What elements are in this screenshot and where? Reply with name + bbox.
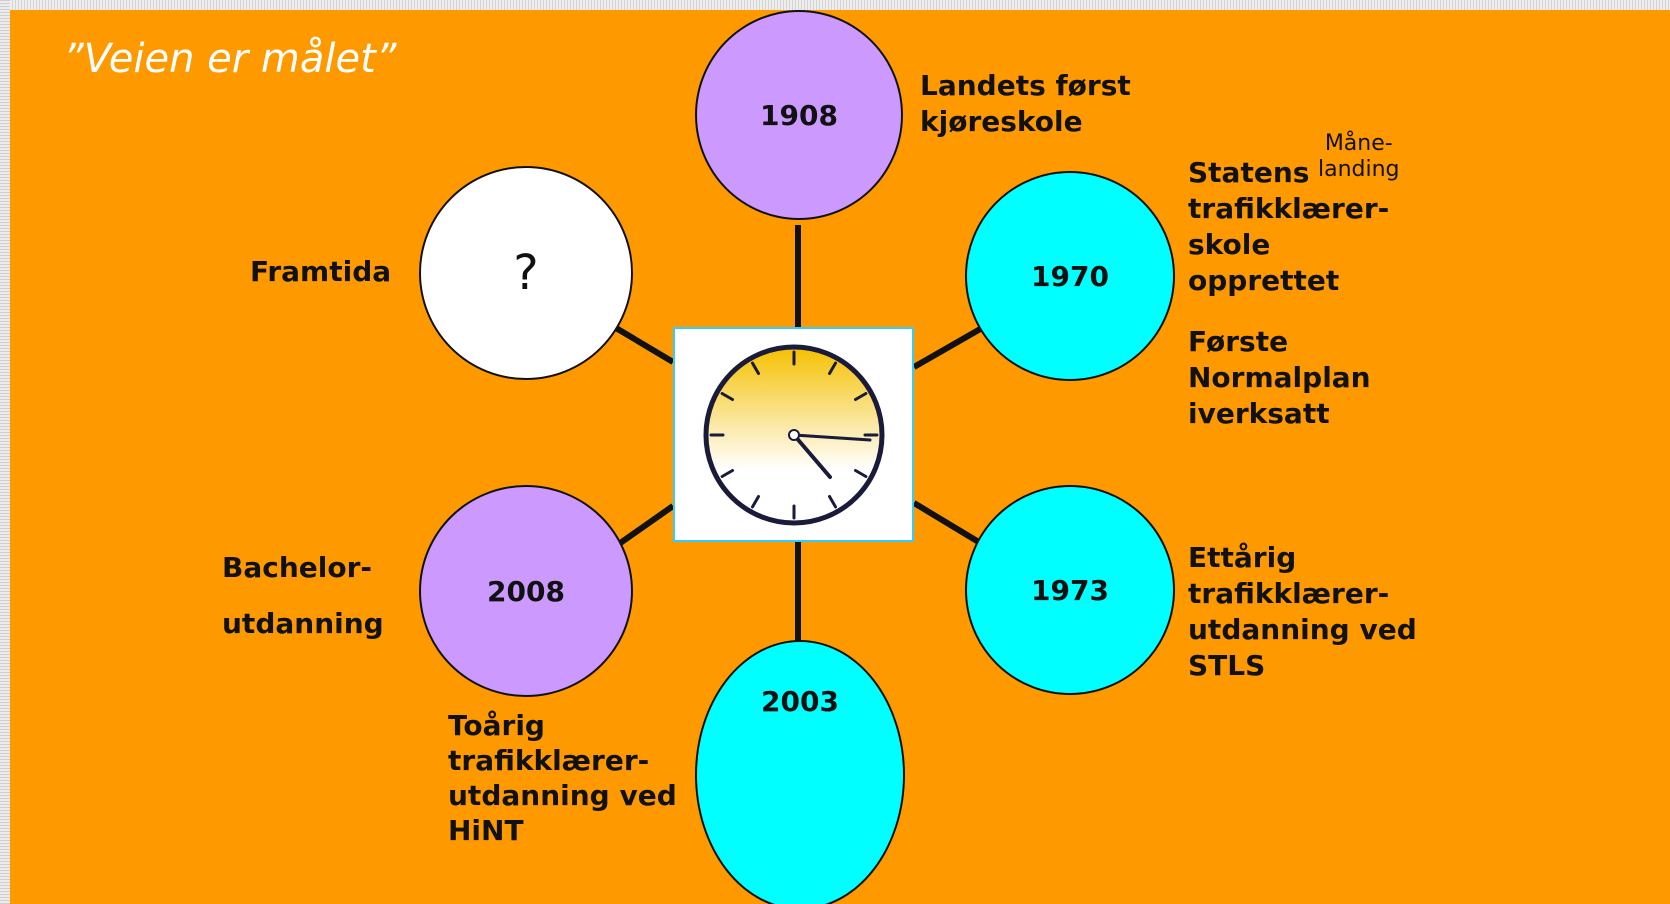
caption-1973: Ettårig trafikklærer- utdanning ved STLS <box>1188 540 1417 684</box>
caption-1970-line-4: opprettet <box>1188 264 1340 297</box>
caption-1970-second: Første Normalplan iverksatt <box>1188 324 1371 432</box>
node-2008-label: 2008 <box>487 574 565 608</box>
note-moon-landing: Måne- landing <box>1318 131 1400 183</box>
connector-1973 <box>912 500 984 547</box>
caption-1908-line-1: Landets først <box>920 69 1131 102</box>
caption-1908: Landets først kjøreskole <box>920 68 1131 140</box>
caption-2003: Toårig trafikklærer- utdanning ved HiNT <box>448 708 677 848</box>
caption-future-line-1: Framtida <box>250 255 392 288</box>
caption-2008-line-1: Bachelor- <box>222 551 373 584</box>
slide-top-edge <box>0 0 1670 10</box>
caption-2008-line-2: utdanning <box>222 607 384 640</box>
caption-2003-line-3: utdanning ved <box>448 779 677 812</box>
caption-1908-line-2: kjøreskole <box>920 105 1083 138</box>
node-1970-label: 1970 <box>1031 259 1109 293</box>
caption-1970-second-line-2: Normalplan <box>1188 361 1371 394</box>
caption-1973-line-2: trafikklærer- <box>1188 577 1390 610</box>
caption-1973-line-1: Ettårig <box>1188 541 1297 574</box>
caption-1973-line-3: utdanning ved <box>1188 613 1417 646</box>
caption-2003-line-4: HiNT <box>448 814 524 847</box>
clock-icon <box>703 344 884 525</box>
node-1973: 1973 <box>965 485 1175 695</box>
node-1908-label: 1908 <box>760 98 838 132</box>
caption-1970: Statens trafikklærer- skole opprettet <box>1188 155 1389 299</box>
node-future-label: ? <box>513 245 539 301</box>
node-1908: 1908 <box>695 10 903 220</box>
slide-title: ”Veien er målet” <box>63 36 397 82</box>
caption-2003-line-2: trafikklærer- <box>448 744 650 777</box>
connector-future <box>614 325 675 365</box>
connector-1970 <box>912 325 984 370</box>
slide: ”Veien er målet” 1908 1970 1973 2003 200… <box>10 10 1670 904</box>
caption-1970-line-2: trafikklærer- <box>1188 192 1390 225</box>
note-moon-landing-line-2: landing <box>1318 157 1400 182</box>
caption-1973-line-4: STLS <box>1188 649 1266 682</box>
node-2003-label: 2003 <box>761 684 839 718</box>
node-2003: 2003 <box>695 640 905 904</box>
connector-2008 <box>614 503 675 549</box>
caption-1970-line-3: skole <box>1188 228 1271 261</box>
node-2008: 2008 <box>419 485 633 697</box>
caption-2003-line-1: Toårig <box>448 709 545 742</box>
caption-1970-second-line-3: iverksatt <box>1188 397 1330 430</box>
slide-left-edge <box>0 0 10 904</box>
node-future: ? <box>419 166 633 380</box>
caption-future: Framtida <box>250 254 391 290</box>
connector-lines <box>614 225 984 641</box>
caption-1970-second-line-1: Første <box>1188 325 1289 358</box>
caption-1970-line-1: Statens <box>1188 156 1310 189</box>
node-1970: 1970 <box>965 171 1175 381</box>
note-moon-landing-line-1: Måne- <box>1324 131 1393 156</box>
caption-2008: Bachelor- utdanning <box>222 540 384 652</box>
clock-frame <box>673 327 914 542</box>
node-1973-label: 1973 <box>1031 573 1109 607</box>
